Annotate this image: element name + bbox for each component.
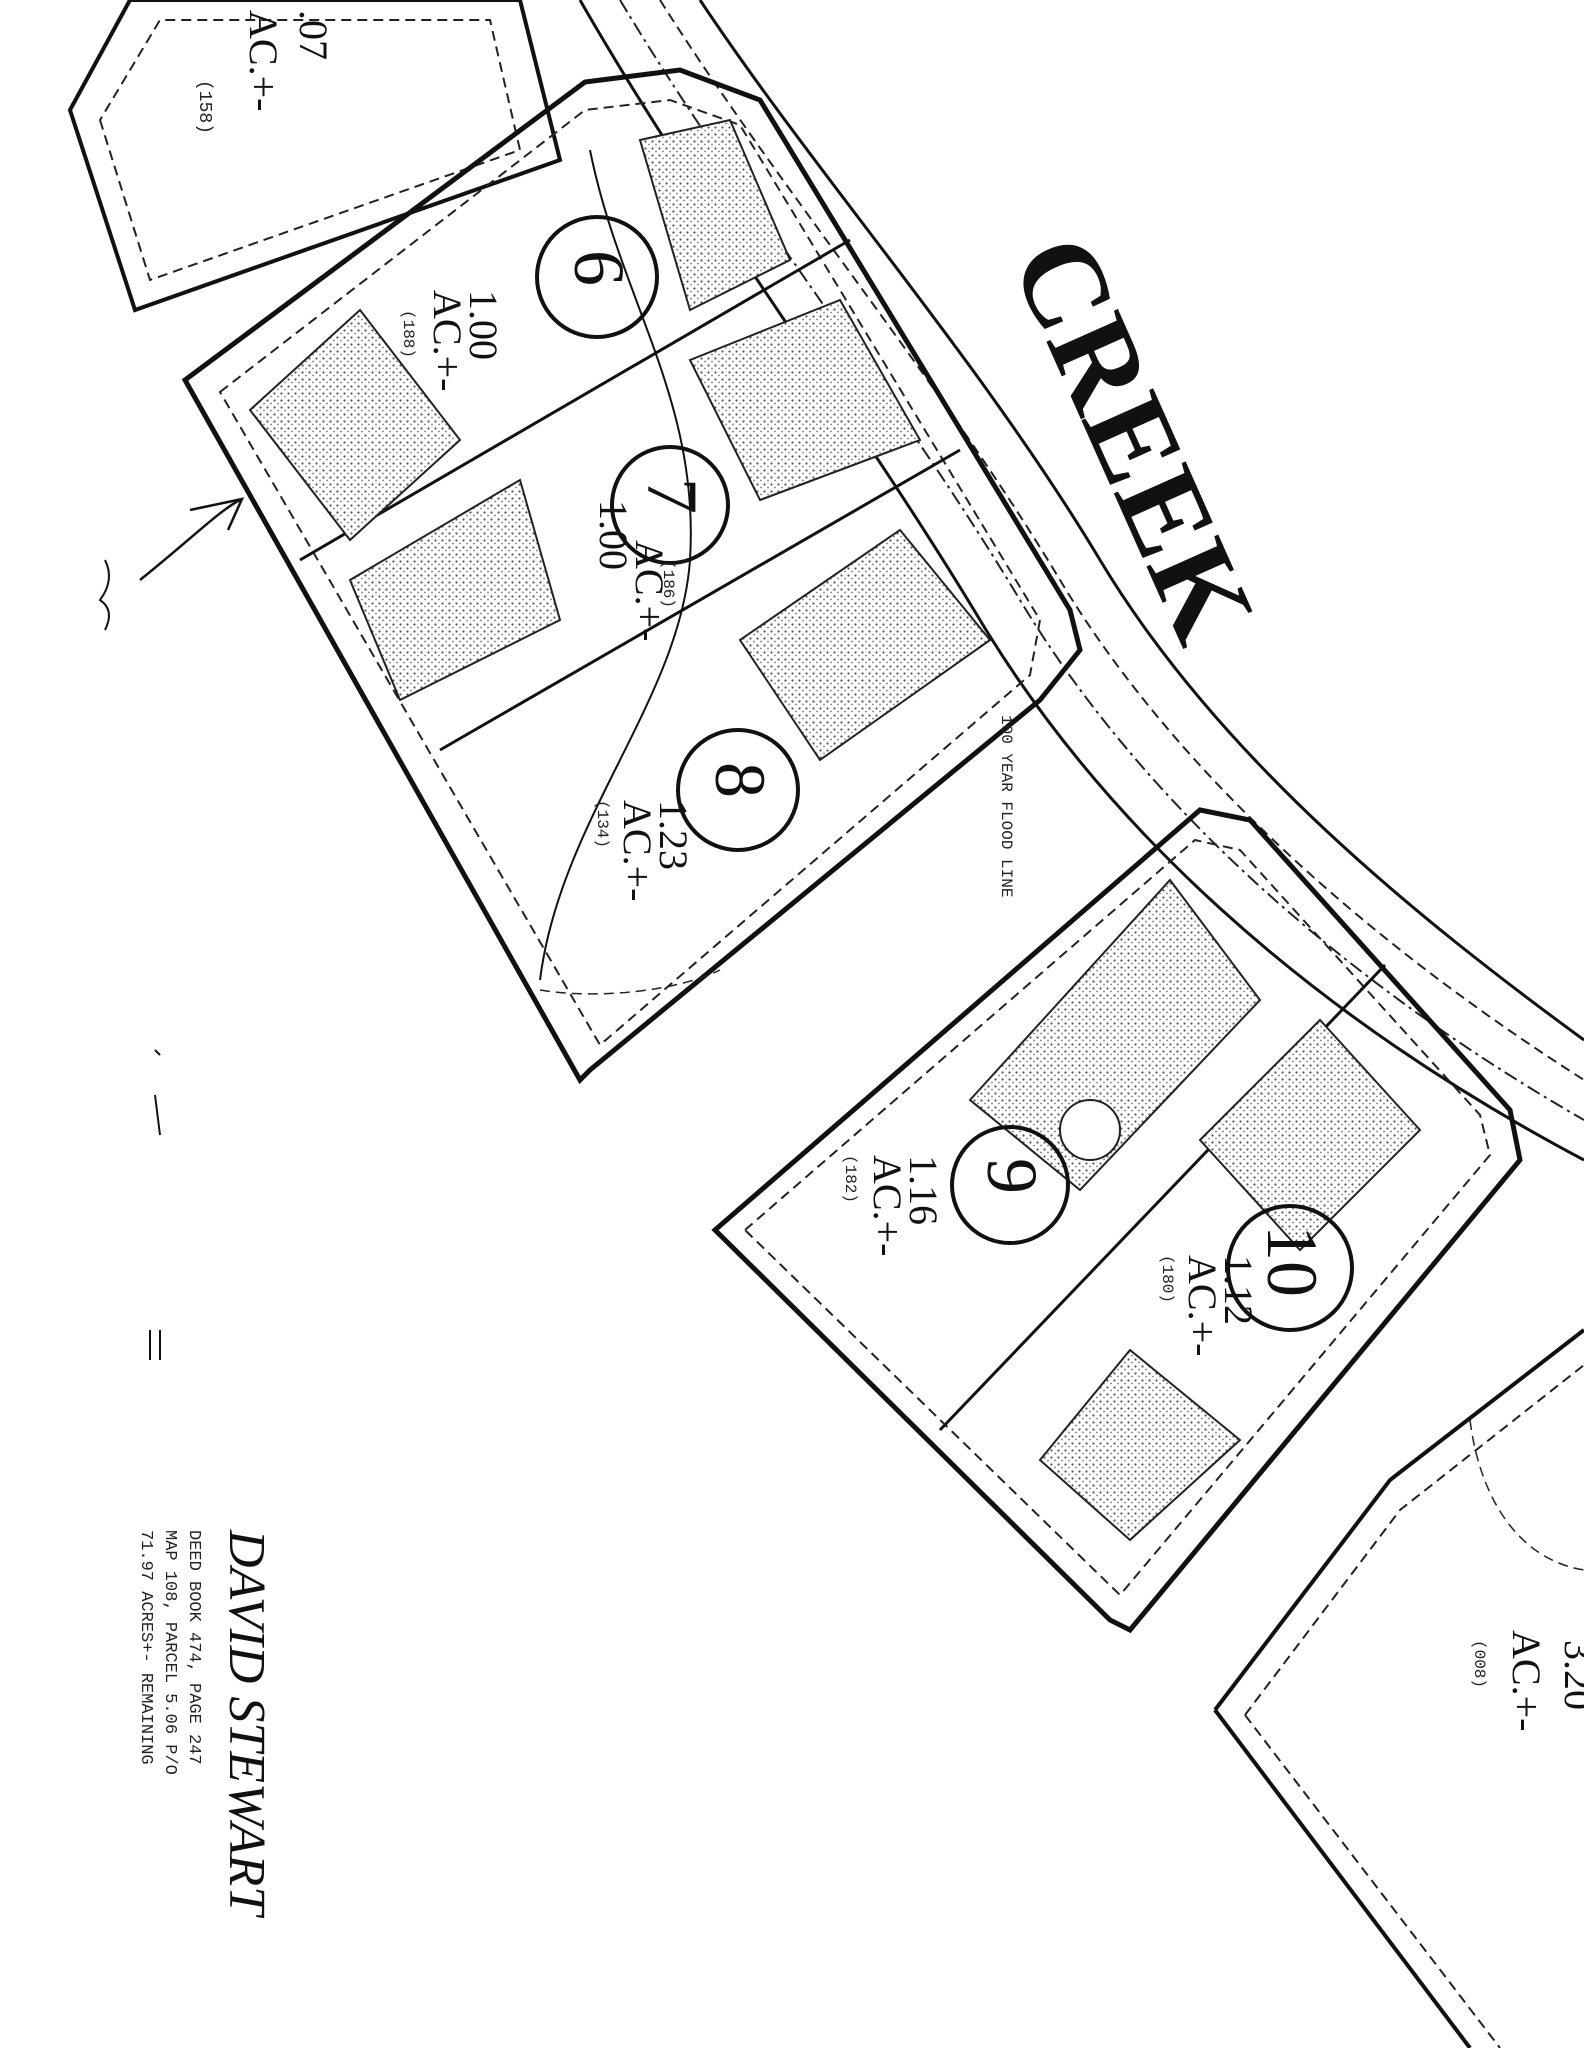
svg-text:1.23: 1.23 bbox=[651, 800, 696, 870]
svg-text:(134): (134) bbox=[593, 800, 611, 848]
road-name-label: CREEK bbox=[986, 216, 1281, 660]
svg-text:(186): (186) bbox=[659, 560, 677, 608]
svg-text:AC.+-: AC.+- bbox=[615, 800, 660, 901]
lot-6: 6 1.00 AC.+- (188) bbox=[399, 215, 659, 391]
svg-text:AC.+-: AC.+- bbox=[425, 290, 470, 391]
arrow-annotation bbox=[98, 497, 245, 631]
svg-text:AC.+-: AC.+- bbox=[865, 1155, 910, 1256]
owner-remaining: 71.97 ACRES+- REMAINING bbox=[136, 1530, 155, 1765]
lot-6-number: 6 bbox=[559, 250, 639, 286]
svg-text:1.12: 1.12 bbox=[1216, 1255, 1261, 1325]
lot-10: 10 1.12 AC.+- (180) bbox=[1158, 1204, 1354, 1356]
svg-text:1.00: 1.00 bbox=[461, 290, 506, 360]
creek-road bbox=[578, 0, 1584, 1162]
svg-text:(188): (188) bbox=[399, 310, 417, 358]
lot-10-number: 10 bbox=[1252, 1225, 1332, 1297]
partial-lot-bottom-right bbox=[1213, 1328, 1584, 2048]
owner-deed: DEED BOOK 474, PAGE 247 bbox=[184, 1530, 203, 1765]
lot-9-number: 9 bbox=[972, 1158, 1052, 1194]
svg-text:1.16: 1.16 bbox=[901, 1155, 946, 1225]
svg-text:1.00: 1.00 bbox=[591, 500, 636, 570]
partial-lot-bottom-right-label: 3.20 AC.+- (008) bbox=[1470, 1630, 1584, 1731]
lot-7-number: 7 bbox=[632, 478, 712, 514]
svg-text:AC.+-: AC.+- bbox=[1180, 1255, 1225, 1356]
flood-line-label: 100 YEAR FLOOD LINE bbox=[997, 715, 1015, 897]
svg-text:3.20: 3.20 bbox=[1556, 1640, 1584, 1710]
svg-text:AC.+-: AC.+- bbox=[1504, 1630, 1549, 1731]
owner-name: DAVID STEWART bbox=[218, 1529, 275, 1918]
svg-text:100 YEAR FLOOD LINE: 100 YEAR FLOOD LINE bbox=[997, 715, 1015, 897]
partial-lot-top-left bbox=[67, 0, 563, 313]
owner-block: DAVID STEWART DEED BOOK 474, PAGE 247 MA… bbox=[136, 1529, 275, 1918]
svg-text:(180): (180) bbox=[1158, 1255, 1176, 1303]
svg-text:.07: .07 bbox=[291, 10, 336, 60]
lot-8: 8 1.23 AC.+- (134) bbox=[593, 728, 800, 901]
svg-text:AC.+-: AC.+- bbox=[241, 10, 286, 111]
svg-text:(182): (182) bbox=[841, 1155, 859, 1203]
partial-lot-top-left-label: .07 AC.+- (158) bbox=[194, 10, 336, 134]
lot-8-number: 8 bbox=[700, 762, 780, 798]
lot-7: 7 1.00 AC.+- (186) bbox=[591, 445, 730, 641]
lot-9: 9 1.16 AC.+- (182) bbox=[841, 1125, 1070, 1256]
svg-text:(158): (158) bbox=[194, 80, 214, 134]
lot-block-9-10 bbox=[711, 807, 1523, 1634]
owner-map: MAP 108, PARCEL 5.06 P/O bbox=[160, 1530, 179, 1775]
svg-text:(008): (008) bbox=[1470, 1640, 1488, 1688]
scan-marks bbox=[149, 1049, 161, 1360]
svg-text:AC.+-: AC.+- bbox=[627, 540, 672, 641]
lot-block-6-8 bbox=[181, 67, 1083, 1085]
